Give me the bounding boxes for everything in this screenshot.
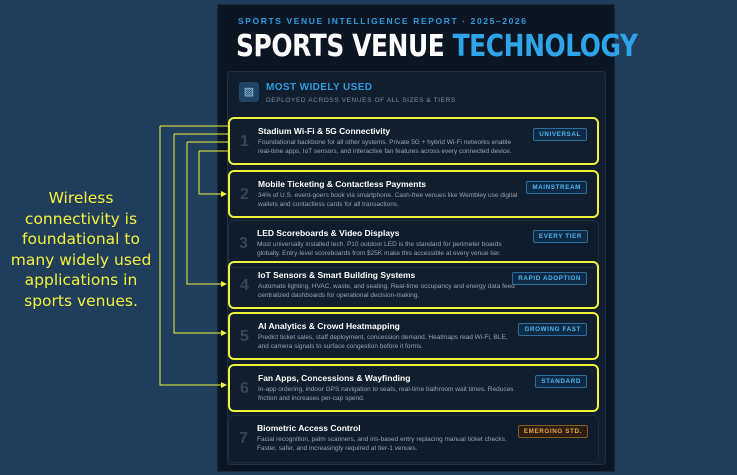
status-badge: UNIVERSAL: [533, 128, 587, 141]
title-main: SPORTS VENUE: [236, 29, 453, 64]
list-item[interactable]: 5 AI Analytics & Crowd Heatmapping Predi…: [228, 312, 599, 360]
status-badge: MAINSTREAM: [526, 181, 587, 194]
status-badge: EVERY TIER: [532, 230, 588, 243]
status-badge: RAPID ADOPTION: [512, 272, 587, 285]
status-badge: STANDARD: [535, 375, 587, 388]
item-number: 3: [239, 235, 248, 252]
item-number: 2: [240, 186, 249, 203]
item-number: 7: [239, 430, 248, 447]
title-accent: TECHNOLOGY: [452, 29, 638, 64]
item-description: In-app ordering, indoor GPS navigation t…: [258, 386, 514, 402]
arrow-to-item-6: [159, 126, 227, 388]
list-item[interactable]: 4 IoT Sensors & Smart Building Systems A…: [228, 261, 599, 309]
list-item[interactable]: 2 Mobile Ticketing & Contactless Payment…: [228, 170, 599, 218]
item-description: Most universally installed tech. P10 out…: [257, 241, 502, 257]
item-title: IoT Sensors & Smart Building Systems: [258, 270, 416, 280]
list-item[interactable]: 3 LED Scoreboards & Video Displays Most …: [228, 220, 599, 268]
report-title: SPORTS VENUE TECHNOLOGY: [236, 29, 638, 64]
item-title: Biometric Access Control: [257, 423, 361, 433]
report-kicker: SPORTS VENUE INTELLIGENCE REPORT · 2025–…: [238, 16, 528, 26]
section-subtitle: DEPLOYED ACROSS VENUES OF ALL SIZES & TI…: [266, 97, 456, 104]
arrow-to-item-5: [173, 134, 227, 336]
item-title: Mobile Ticketing & Contactless Payments: [258, 179, 426, 189]
status-badge: EMERGING STD.: [517, 425, 588, 438]
list-item[interactable]: 1 Stadium Wi-Fi & 5G Connectivity Founda…: [228, 117, 599, 165]
item-description: 34% of U.S. event-goers book via smartph…: [258, 192, 518, 208]
item-title: Fan Apps, Concessions & Wayfinding: [258, 373, 411, 383]
item-number: 1: [240, 133, 249, 150]
item-title: Stadium Wi-Fi & 5G Connectivity: [258, 126, 391, 136]
item-title: LED Scoreboards & Video Displays: [257, 228, 400, 238]
status-badge: GROWING FAST: [518, 323, 587, 336]
item-description: Automate lighting, HVAC, waste, and seat…: [258, 283, 515, 299]
callout-text: Wireless connectivity is foundational to…: [10, 189, 152, 310]
item-number: 5: [240, 328, 249, 345]
arrow-to-item-2: [198, 151, 227, 197]
section-title: MOST WIDELY USED: [266, 82, 373, 93]
item-description: Facial recognition, palm scanners, and i…: [257, 436, 507, 452]
arrow-to-item-4: [186, 142, 227, 287]
item-number: 6: [240, 380, 249, 397]
list-item[interactable]: 6 Fan Apps, Concessions & Wayfinding In-…: [228, 364, 599, 412]
item-description: Foundational backbone for all other syst…: [258, 139, 512, 155]
chart-icon: ▨: [239, 82, 259, 102]
item-title: AI Analytics & Crowd Heatmapping: [258, 321, 400, 331]
list-item[interactable]: 7 Biometric Access Control Facial recogn…: [228, 415, 599, 463]
item-number: 4: [240, 277, 249, 294]
item-description: Predict ticket sales, staff deployment, …: [258, 334, 508, 350]
